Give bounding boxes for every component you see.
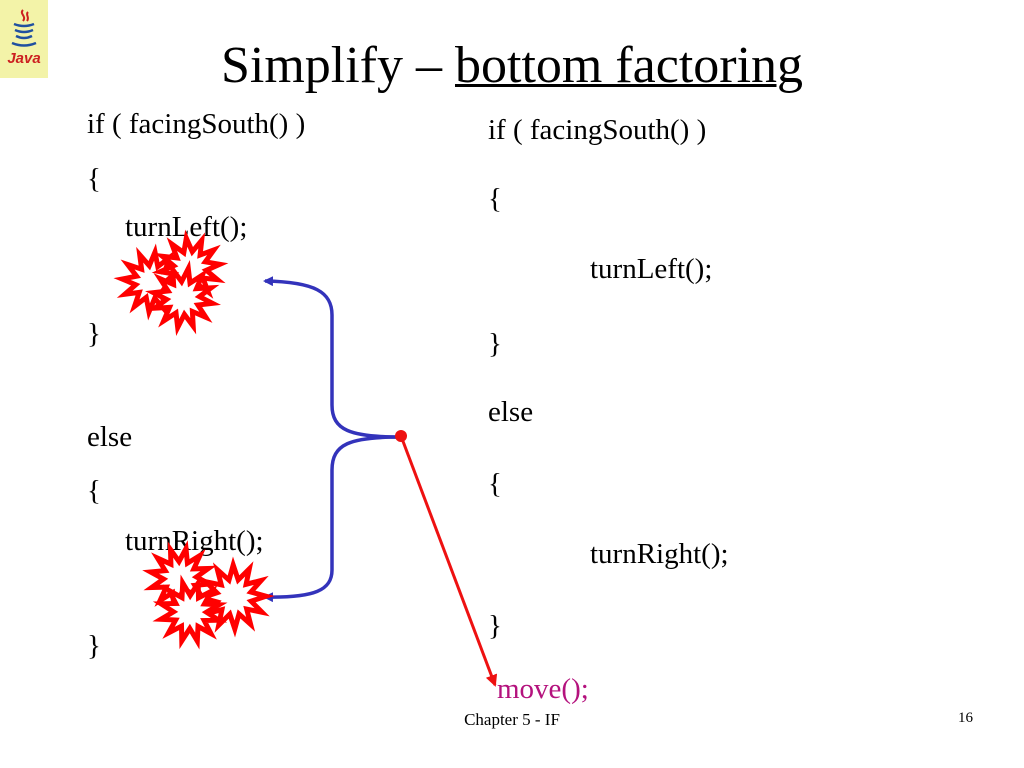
bursts-bottom-burst-1 (193, 556, 275, 638)
left-else: else (87, 421, 133, 453)
left-close-brace-2: } (87, 630, 101, 662)
left-if-line: if ( facingSouth() ) (87, 108, 306, 140)
right-turn-left: turnLeft(); (590, 253, 713, 285)
footer-chapter: Chapter 5 - IF (464, 710, 560, 729)
move-call: move(); (497, 673, 589, 705)
title-prefix: Simplify – (220, 37, 455, 94)
right-else: else (488, 396, 534, 428)
bursts-top-burst-2 (145, 260, 221, 336)
left-close-brace-1: } (87, 318, 101, 350)
bracket-top (263, 276, 401, 439)
slide-title: Simplify – bottom factoring (0, 40, 1024, 92)
right-close-brace-1: } (488, 328, 502, 360)
footer-page: 16 (958, 710, 974, 726)
bursts-bottom-burst-2 (152, 574, 228, 650)
right-turn-right: turnRight(); (590, 538, 729, 570)
left-open-brace-1: { (87, 163, 101, 195)
coffee-cup-icon (11, 9, 37, 47)
burst-group-bottom (142, 540, 275, 650)
java-logo: Java (0, 0, 48, 78)
right-open-brace-1: { (488, 183, 502, 215)
bracket-bottom (263, 435, 401, 603)
burst-group-top (113, 229, 229, 336)
left-open-brace-2: { (87, 475, 101, 507)
right-if-line: if ( facingSouth() ) (488, 114, 707, 146)
right-close-brace-2: } (488, 610, 502, 642)
factor-arrow (399, 435, 498, 687)
logo-text: Java (7, 50, 41, 67)
title-highlight: bottom factoring (455, 37, 804, 94)
right-open-brace-2: { (488, 468, 502, 500)
left-turn-right: turnRight(); (125, 525, 264, 557)
